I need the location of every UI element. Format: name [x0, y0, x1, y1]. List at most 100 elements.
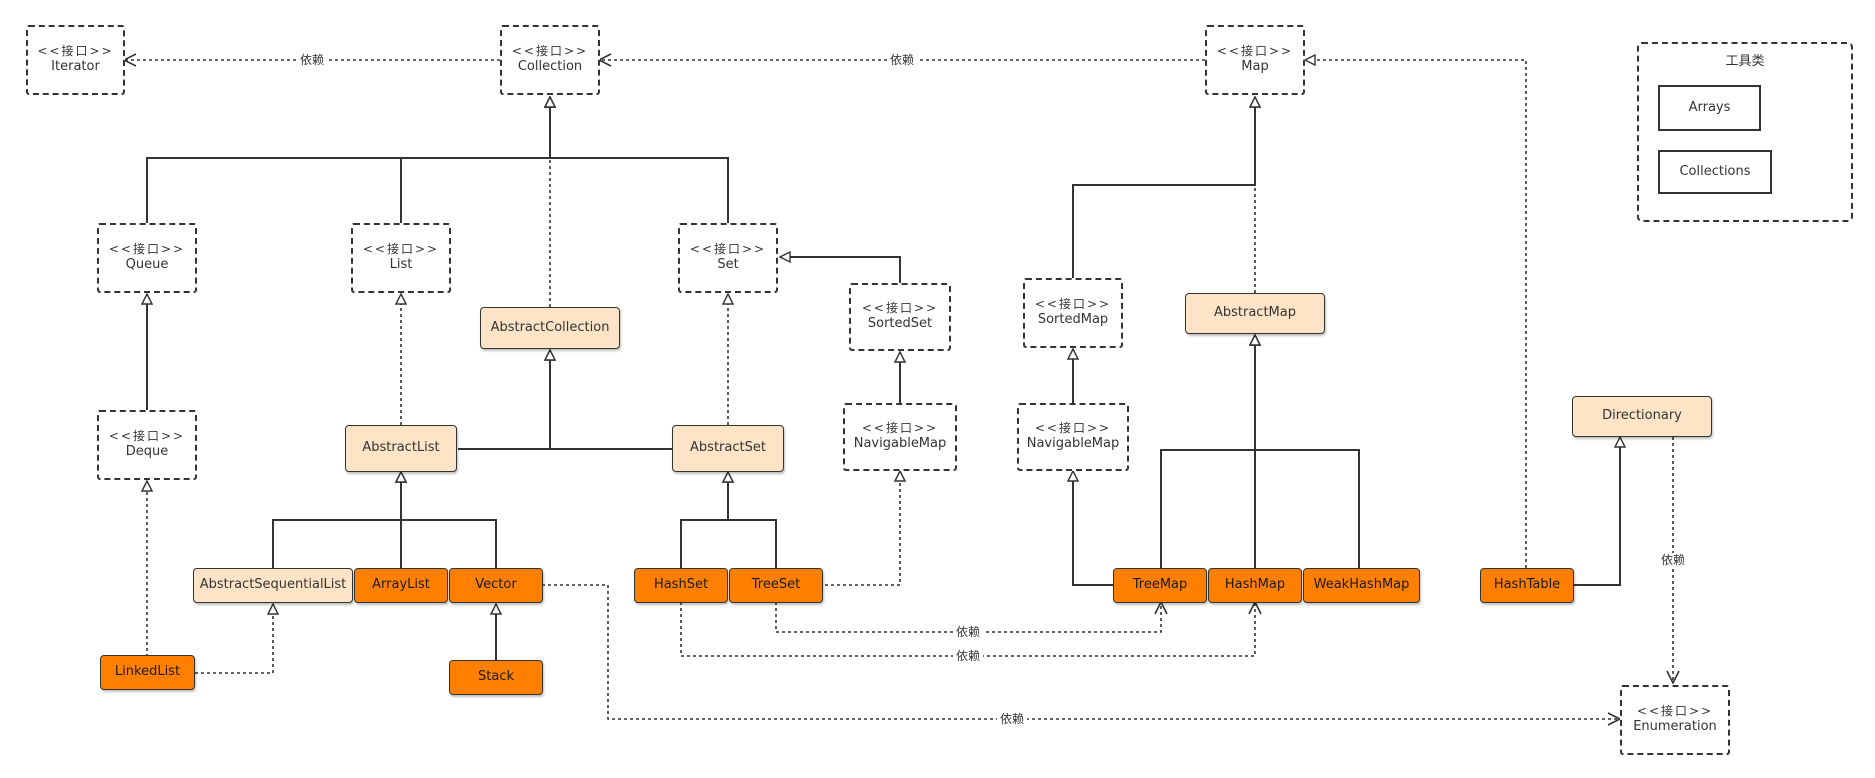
- interface-navigablemap-set[interactable]: <<接口>> NavigableMap: [843, 403, 957, 471]
- edge-list-collection: [400, 97, 550, 223]
- class-hashset[interactable]: HashSet: [634, 568, 728, 603]
- class-name: Collections: [1679, 163, 1751, 179]
- class-name: AbstractMap: [1213, 305, 1296, 321]
- class-name: Vector: [475, 577, 517, 593]
- class-hashtable[interactable]: HashTable: [1480, 568, 1574, 603]
- class-treeset[interactable]: TreeSet: [729, 568, 823, 603]
- class-name: AbstractSet: [690, 440, 766, 456]
- interface-deque[interactable]: <<接口>> Deque: [97, 410, 197, 480]
- edge-hashtable-directionary: [1573, 437, 1620, 586]
- interface-stereotype: <<接口>>: [1216, 44, 1294, 59]
- class-stack[interactable]: Stack: [449, 660, 543, 695]
- interface-name: List: [389, 257, 413, 273]
- dependency-label: 依赖: [952, 649, 984, 663]
- interface-stereotype: <<接口>>: [689, 242, 767, 257]
- class-name: WeakHashMap: [1313, 577, 1410, 593]
- utility-group: 工具类: [1637, 42, 1853, 222]
- class-vector[interactable]: Vector: [449, 568, 543, 603]
- interface-collection[interactable]: <<接口>> Collection: [500, 25, 600, 95]
- interface-navigablemap[interactable]: <<接口>> NavigableMap: [1017, 403, 1129, 471]
- class-abstractcollection[interactable]: AbstractCollection: [480, 307, 620, 349]
- class-linkedlist[interactable]: LinkedList: [100, 655, 195, 690]
- class-name: Stack: [478, 669, 514, 685]
- edge-weakhashmap-abstractmap: [1255, 335, 1360, 568]
- interface-name: Enumeration: [1633, 719, 1717, 735]
- edge-vector-enumeration: [542, 584, 1620, 719]
- edge-hashtable-map: [1305, 60, 1527, 568]
- dependency-label: 依赖: [1657, 553, 1689, 567]
- edge-treeset-navigablemap: [825, 471, 900, 586]
- interface-stereotype: <<接口>>: [1034, 297, 1112, 312]
- interface-stereotype: <<接口>>: [511, 44, 589, 59]
- interface-name: SortedSet: [867, 316, 933, 332]
- class-name: Arrays: [1688, 99, 1731, 115]
- interface-stereotype: <<接口>>: [861, 421, 939, 436]
- interface-stereotype: <<接口>>: [362, 242, 440, 257]
- class-abstractmap[interactable]: AbstractMap: [1185, 293, 1325, 334]
- interface-list[interactable]: <<接口>> List: [351, 223, 451, 293]
- interface-name: Map: [1241, 59, 1269, 75]
- class-arrays[interactable]: Arrays: [1658, 85, 1761, 131]
- edge-treeset-abstractset: [728, 472, 777, 568]
- interface-map[interactable]: <<接口>> Map: [1205, 25, 1305, 95]
- interface-name: NavigableMap: [1026, 436, 1120, 452]
- class-arraylist[interactable]: ArrayList: [354, 568, 448, 603]
- interface-stereotype: <<接口>>: [1034, 421, 1112, 436]
- interface-stereotype: <<接口>>: [37, 44, 114, 59]
- class-abstractset[interactable]: AbstractSet: [672, 425, 784, 472]
- interface-stereotype: <<接口>>: [108, 242, 186, 257]
- utility-group-title: 工具类: [1725, 54, 1765, 69]
- class-name: HashSet: [653, 577, 709, 593]
- edge-sortedmap-map: [1072, 97, 1255, 278]
- class-name: AbstractSequentialList: [199, 577, 347, 593]
- class-hashmap[interactable]: HashMap: [1208, 568, 1302, 603]
- edge-abstractsequentiallist-abstractlist: [272, 472, 401, 568]
- class-name: TreeSet: [751, 577, 801, 593]
- edge-queue-collection: [146, 97, 550, 223]
- dependency-label: 依赖: [996, 712, 1028, 726]
- class-treemap[interactable]: TreeMap: [1113, 568, 1207, 603]
- class-name: ArrayList: [372, 577, 430, 593]
- edge-abstractset-abstractcollection: [550, 350, 672, 450]
- interface-name: Set: [717, 257, 739, 273]
- class-name: AbstractCollection: [490, 319, 610, 335]
- interface-sortedmap[interactable]: <<接口>> SortedMap: [1023, 278, 1123, 348]
- class-abstractlist[interactable]: AbstractList: [345, 425, 457, 472]
- dependency-label: 依赖: [296, 53, 328, 67]
- class-collections[interactable]: Collections: [1658, 150, 1772, 194]
- edge-set-collection: [550, 97, 729, 223]
- interface-stereotype: <<接口>>: [1636, 704, 1714, 719]
- dependency-label: 依赖: [886, 53, 918, 67]
- interface-sortedset[interactable]: <<接口>> SortedSet: [849, 283, 951, 351]
- edge-linkedlist-abstractsequentiallist: [195, 604, 273, 674]
- interface-queue[interactable]: <<接口>> Queue: [97, 223, 197, 293]
- class-name: AbstractList: [362, 440, 440, 456]
- edge-hashset-abstractset: [680, 472, 728, 568]
- interface-enumeration[interactable]: <<接口>> Enumeration: [1620, 685, 1730, 755]
- edge-vector-abstractlist: [401, 472, 497, 568]
- edge-treemap-navigablemap: [1073, 471, 1113, 586]
- dependency-label: 依赖: [952, 625, 984, 639]
- interface-name: Iterator: [51, 59, 100, 75]
- class-abstractsequentiallist[interactable]: AbstractSequentialList: [193, 568, 353, 603]
- interface-name: Deque: [125, 444, 169, 460]
- edge-abstractlist-abstractcollection: [458, 350, 550, 450]
- interface-set[interactable]: <<接口>> Set: [678, 223, 778, 293]
- edge-hashset-hashmap: [680, 602, 1255, 657]
- class-name: LinkedList: [114, 664, 181, 680]
- class-name: HashTable: [1493, 577, 1561, 593]
- class-name: TreeMap: [1132, 577, 1188, 593]
- interface-name: NavigableMap: [853, 436, 947, 452]
- class-directionary[interactable]: Directionary: [1572, 396, 1712, 437]
- interface-stereotype: <<接口>>: [861, 301, 939, 316]
- interface-stereotype: <<接口>>: [108, 429, 186, 444]
- interface-iterator[interactable]: <<接口>> Iterator: [26, 25, 125, 95]
- class-weakhashmap[interactable]: WeakHashMap: [1303, 568, 1420, 603]
- edge-sortedset-set: [780, 257, 901, 283]
- class-name: Directionary: [1602, 408, 1682, 424]
- interface-name: Collection: [517, 59, 583, 75]
- interface-name: SortedMap: [1037, 312, 1109, 328]
- edge-treemap-abstractmap: [1160, 335, 1255, 568]
